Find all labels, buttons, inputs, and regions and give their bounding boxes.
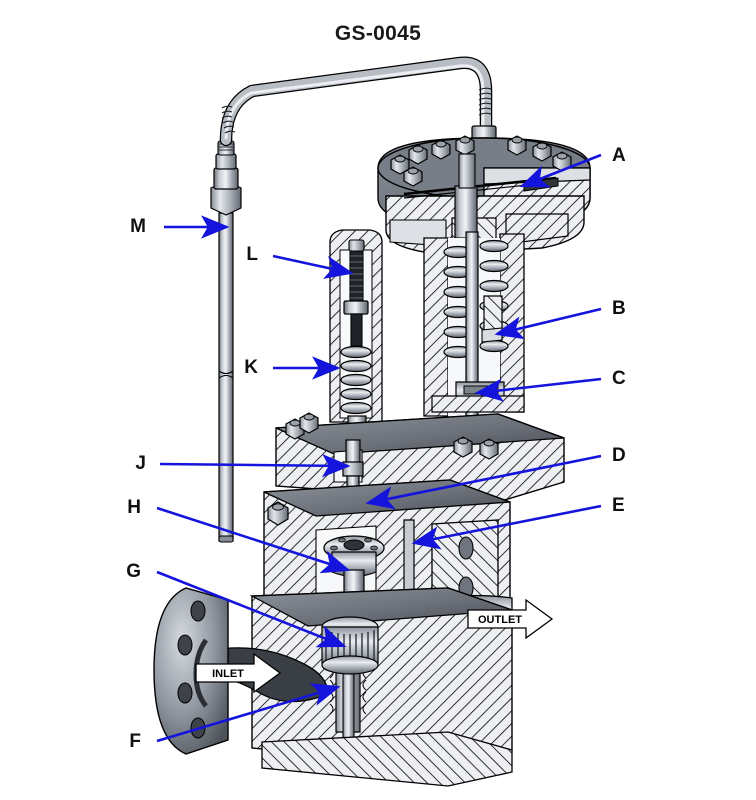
callout-leader-b (494, 307, 602, 340)
outlet-flow-badge: OUTLET (467, 598, 554, 640)
callout-label-h: H (127, 497, 141, 518)
callout-leader-c (474, 377, 602, 402)
callout-leader-d (365, 454, 602, 510)
valve-body-lower (153, 587, 513, 787)
callout-leaders: A B C D E F G H J K L M (126, 145, 626, 752)
callout-leader-f (156, 683, 341, 743)
callout-label-k: K (244, 357, 258, 378)
callout-label-g: G (126, 561, 141, 582)
callout-label-m: M (130, 216, 146, 237)
diagram-title: GS-0045 (334, 22, 422, 45)
outlet-label: OUTLET (478, 614, 522, 626)
inlet-flow-badge: INLET (195, 652, 282, 694)
callout-label-a: A (612, 145, 626, 166)
callout-leader-e (411, 504, 602, 550)
inlet-label: INLET (212, 668, 244, 680)
valve-plug-cage (321, 616, 379, 675)
callout-leader-l (272, 254, 354, 279)
callout-label-j: J (135, 453, 146, 474)
callout-leader-h (156, 506, 351, 574)
callout-label-c: C (612, 368, 626, 389)
callout-leader-j (159, 454, 351, 478)
callout-label-l: L (246, 244, 258, 265)
pilot-spring (340, 345, 372, 415)
sensing-bulb-assembly (210, 140, 242, 543)
callout-label-e: E (612, 495, 625, 516)
yoke-upper-body (275, 412, 565, 541)
callout-label-b: B (612, 298, 626, 319)
callout-label-d: D (612, 445, 626, 466)
callout-leader-g (156, 570, 347, 648)
pilot-valve-column (329, 229, 383, 429)
diaphragm-housing (377, 135, 591, 255)
callout-label-f: F (129, 731, 141, 752)
housing-bolts (390, 135, 572, 187)
callout-leader-a (519, 153, 602, 188)
